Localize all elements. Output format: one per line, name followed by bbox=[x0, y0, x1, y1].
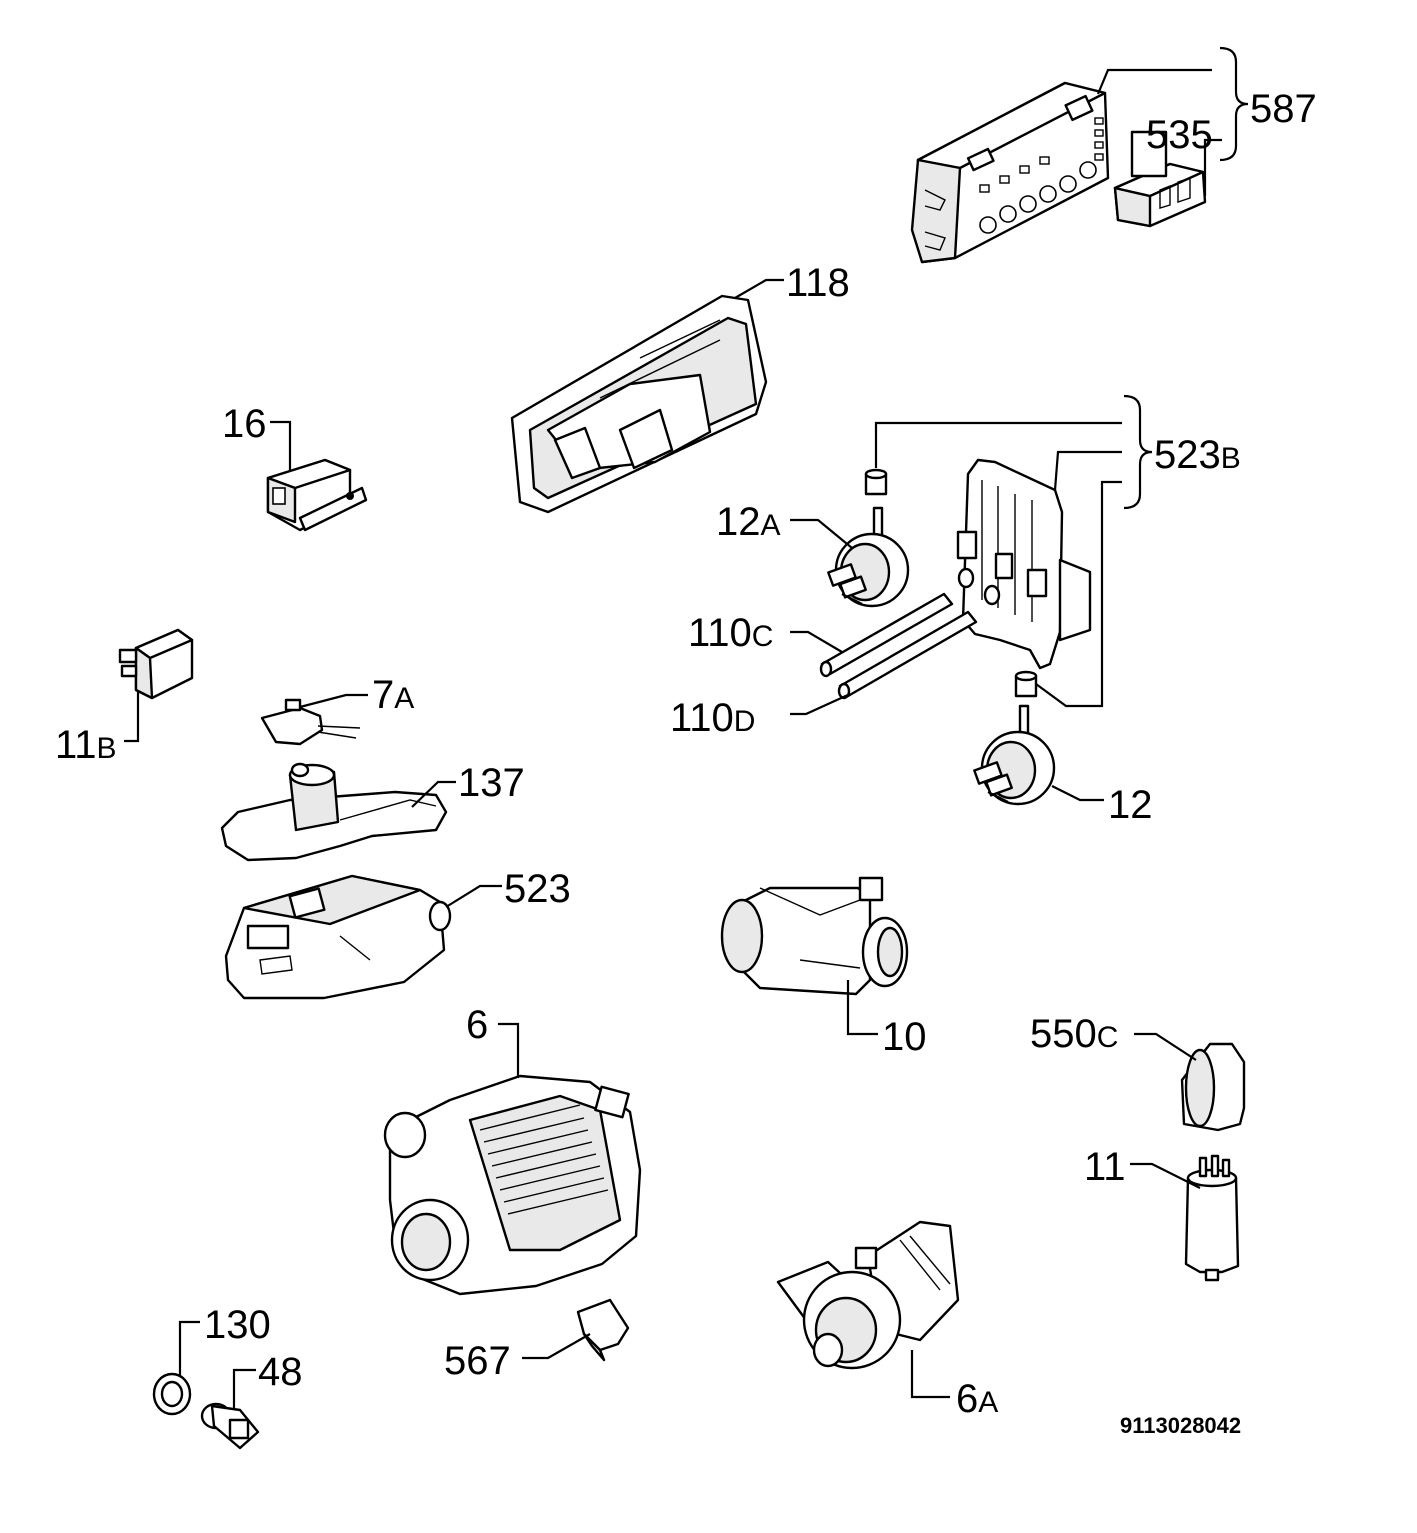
part-6a-drain-pump bbox=[776, 1220, 960, 1370]
labels: 587 535 118 523B 16 12A 110C 110D 12 11B… bbox=[55, 87, 1317, 1438]
label-12a: 12A bbox=[716, 500, 781, 544]
label-16: 16 bbox=[222, 402, 267, 446]
label-12: 12 bbox=[1108, 783, 1153, 827]
label-137: 137 bbox=[458, 761, 525, 805]
label-10: 10 bbox=[882, 1015, 927, 1059]
reference-number: 9113028042 bbox=[1120, 1413, 1241, 1438]
leader-lines bbox=[124, 68, 1222, 1410]
brace-587 bbox=[1219, 46, 1249, 162]
part-523b-bracket bbox=[956, 458, 1092, 670]
label-118: 118 bbox=[786, 261, 850, 305]
label-130: 130 bbox=[204, 1303, 271, 1347]
part-11b-relay bbox=[118, 628, 194, 700]
cap-upper bbox=[864, 468, 888, 496]
label-6: 6 bbox=[466, 1003, 488, 1047]
cap-lower bbox=[1014, 670, 1038, 698]
label-11: 11 bbox=[1084, 1145, 1126, 1189]
label-11b: 11B bbox=[55, 723, 117, 767]
label-523: 523 bbox=[504, 867, 571, 911]
label-7a: 7A bbox=[372, 673, 414, 717]
label-6a: 6A bbox=[956, 1377, 998, 1421]
part-16-switch bbox=[266, 458, 368, 532]
part-110c-hose bbox=[819, 592, 954, 678]
label-550c: 550C bbox=[1030, 1012, 1118, 1056]
part-12-pressure-switch bbox=[973, 704, 1056, 806]
part-550c-cap bbox=[1180, 1042, 1246, 1132]
label-110c: 110C bbox=[688, 611, 773, 655]
label-567: 567 bbox=[444, 1339, 511, 1383]
part-130-ring bbox=[152, 1372, 192, 1416]
part-137-float-cover bbox=[220, 762, 448, 862]
part-118-dispenser bbox=[510, 294, 768, 514]
part-587-control-module bbox=[910, 81, 1110, 264]
part-11-capacitor bbox=[1184, 1154, 1240, 1282]
part-6-motor bbox=[383, 1074, 642, 1296]
part-12a-pressure-switch bbox=[827, 506, 910, 608]
label-587: 587 bbox=[1250, 87, 1317, 131]
label-535: 535 bbox=[1146, 113, 1213, 157]
label-110d: 110D bbox=[670, 696, 755, 740]
part-7a-sensor bbox=[260, 698, 361, 746]
part-48-plug bbox=[200, 1402, 260, 1450]
part-10-heater bbox=[720, 876, 909, 996]
part-567-clip bbox=[576, 1298, 630, 1362]
label-523b: 523B bbox=[1154, 433, 1241, 477]
part-523-float-housing bbox=[224, 874, 452, 1000]
brace-523b bbox=[1123, 394, 1153, 510]
label-48: 48 bbox=[258, 1350, 303, 1394]
part-535-connector bbox=[1113, 130, 1207, 228]
